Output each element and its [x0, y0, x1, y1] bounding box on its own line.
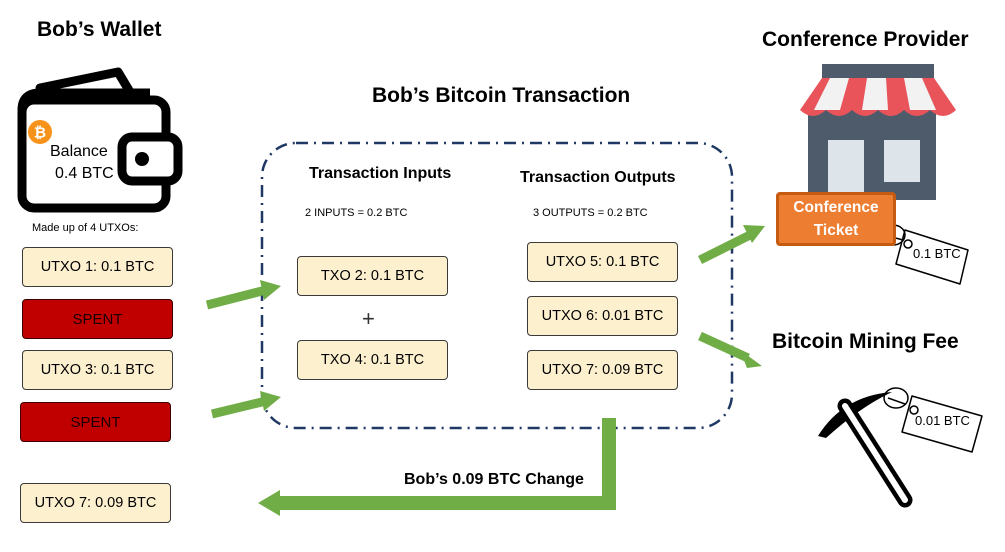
store-icon [800, 64, 956, 200]
balance-value: 0.4 BTC [55, 165, 114, 182]
wallet-change-utxo: UTXO 7: 0.09 BTC [20, 483, 171, 523]
wallet-utxo-3: UTXO 3: 0.1 BTC [22, 350, 173, 390]
output-utxo-7: UTXO 7: 0.09 BTC [527, 350, 678, 390]
change-label: Bob’s 0.09 BTC Change [404, 471, 584, 488]
transaction-title: Bob’s Bitcoin Transaction [372, 84, 631, 107]
ticket-line-2: Ticket [813, 222, 859, 239]
wallet-icon [17, 67, 183, 213]
transaction-boundary [260, 141, 734, 430]
input-txo-4: TXO 4: 0.1 BTC [297, 340, 448, 380]
inputs-summary: 2 INPUTS = 0.2 BTC [305, 207, 408, 219]
plus-sign: + [362, 306, 375, 331]
ticket-line-1: Conference [793, 199, 879, 216]
pickaxe-icon [818, 392, 913, 508]
wallet-title: Bob’s Wallet [37, 18, 162, 41]
utxo-caption: Made up of 4 UTXOs: [32, 222, 139, 234]
provider-tag-amount: 0.1 BTC [913, 246, 961, 261]
output-utxo-6: UTXO 6: 0.01 BTC [527, 296, 678, 336]
bitcoin-icon: ₿ [28, 120, 52, 144]
conference-ticket: Conference Ticket [776, 192, 896, 246]
output-utxo-5: UTXO 5: 0.1 BTC [527, 242, 678, 282]
price-tag-icon [883, 387, 983, 453]
wallet-utxo-1: UTXO 1: 0.1 BTC [22, 247, 173, 287]
input-txo-2: TXO 2: 0.1 BTC [297, 256, 448, 296]
provider-title: Conference Provider [762, 28, 969, 51]
mining-title: Bitcoin Mining Fee [772, 330, 959, 353]
mining-tag-amount: 0.01 BTC [915, 413, 970, 428]
balance-label: Balance [50, 143, 108, 160]
inputs-heading: Transaction Inputs [309, 165, 452, 182]
outputs-summary: 3 OUTPUTS = 0.2 BTC [533, 207, 648, 219]
svg-text:₿: ₿ [34, 124, 46, 142]
wallet-utxo-spent: SPENT [20, 402, 171, 442]
outputs-heading: Transaction Outputs [520, 169, 676, 186]
wallet-utxo-spent: SPENT [22, 299, 173, 339]
